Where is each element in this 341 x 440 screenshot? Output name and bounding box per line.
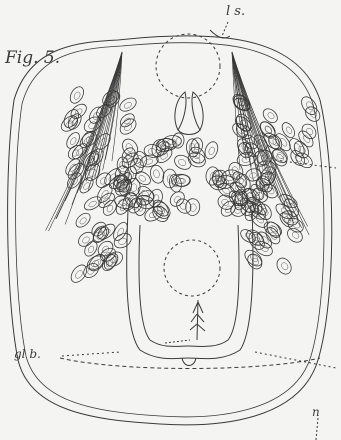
ellipse-cell-icon — [68, 101, 89, 121]
ellipse-cell-icon — [73, 211, 92, 230]
ellipse-cell-icon — [190, 137, 204, 154]
ellipse-cell-icon — [303, 104, 323, 124]
ellipse-cell-icon — [230, 121, 250, 141]
ellipse-cell-nucleus — [285, 126, 293, 135]
ellipse-cell-nucleus — [173, 195, 182, 204]
crest-tip-icon — [190, 300, 205, 340]
cell-mass — [58, 84, 322, 285]
ellipse-cell-nucleus — [69, 137, 77, 146]
ellipse-cell-icon — [277, 210, 295, 229]
ellipse-cell-icon — [280, 120, 298, 139]
ellipse-cell-nucleus — [234, 207, 241, 213]
ellipse-cell-icon — [285, 226, 305, 246]
ellipse-cell-nucleus — [88, 200, 98, 208]
leader-glb — [62, 352, 120, 356]
ellipse-cell-icon — [260, 106, 280, 125]
ellipse-cell-icon — [64, 130, 82, 150]
label-ls: l s. — [226, 5, 245, 18]
ellipse-cell-nucleus — [118, 237, 128, 246]
ellipse-cell-icon — [82, 194, 103, 213]
leader-right-low — [255, 352, 336, 368]
ellipse-cell-nucleus — [74, 108, 83, 117]
label-glb: gl b. — [14, 348, 41, 360]
ellipse-cell-nucleus — [73, 91, 82, 101]
ellipse-cell-icon — [112, 231, 134, 251]
central-dotted-circle — [164, 240, 220, 296]
leader-right — [275, 160, 336, 168]
ellipse-cell-icon — [68, 262, 90, 285]
ellipse-cell-nucleus — [267, 111, 276, 120]
ellipse-cell-icon — [299, 121, 319, 141]
ellipse-cell-nucleus — [176, 137, 182, 144]
label-n: n — [312, 406, 320, 418]
ellipse-cell-icon — [117, 116, 139, 137]
ellipse-cell-nucleus — [280, 261, 289, 271]
ellipse-cell-nucleus — [305, 127, 314, 136]
ellipse-cell-nucleus — [276, 151, 285, 160]
ellipse-cell-icon — [203, 140, 220, 161]
ellipse-cell-icon — [117, 95, 138, 114]
figure-title: Fig. 5. — [5, 50, 60, 67]
ellipse-cell-nucleus — [153, 169, 161, 178]
ellipse-cell-nucleus — [208, 146, 216, 155]
canal-notch — [182, 358, 196, 366]
outer-body-outline — [8, 36, 332, 425]
ellipse-cell-icon — [93, 170, 114, 191]
ellipse-cell-nucleus — [87, 245, 95, 254]
paired-structure-left — [175, 92, 186, 130]
ellipse-cell-nucleus — [144, 158, 153, 165]
ellipse-cell-icon — [291, 139, 311, 161]
inner-canal-outer — [127, 210, 253, 359]
ellipse-cell-icon — [61, 107, 81, 130]
ellipse-cell-icon — [274, 255, 294, 276]
fibre-strand — [56, 52, 122, 219]
leader-center — [165, 340, 190, 343]
ellipse-cell-nucleus — [138, 174, 147, 182]
upper-dotted-circle — [156, 34, 220, 98]
ellipse-cell-nucleus — [88, 168, 97, 178]
ellipse-cell-nucleus — [177, 158, 187, 167]
leader-ls — [222, 22, 228, 36]
ellipse-cell-nucleus — [167, 175, 173, 184]
ellipse-cell-nucleus — [106, 204, 114, 213]
leader-n — [316, 418, 318, 440]
ellipse-cell-icon — [102, 166, 123, 187]
ellipse-cell-nucleus — [74, 269, 84, 279]
ellipse-cell-nucleus — [79, 217, 88, 226]
ellipse-cell-icon — [68, 84, 87, 105]
inner-canal-inner — [139, 225, 239, 346]
ellipse-cell-icon — [58, 113, 80, 134]
ellipse-cell-nucleus — [123, 101, 132, 109]
ellipse-cell-nucleus — [221, 198, 230, 207]
lower-arc — [60, 358, 320, 369]
